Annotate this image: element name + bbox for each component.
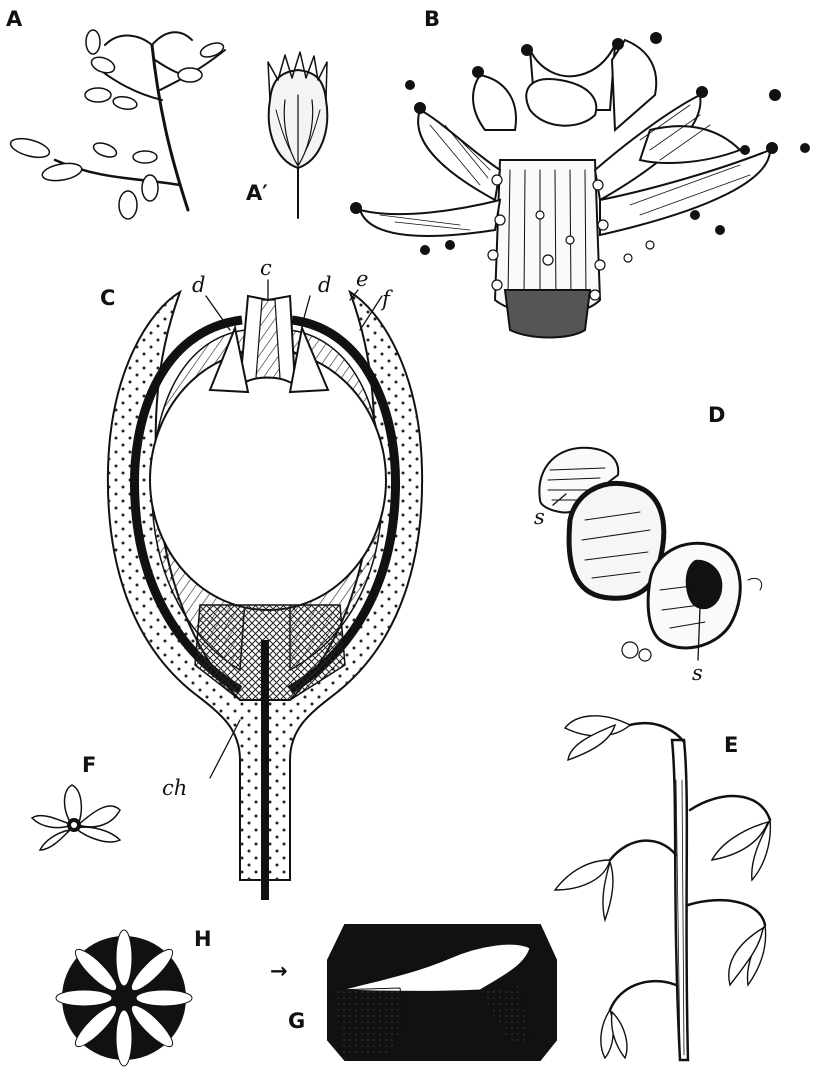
label-s-top: s [534,505,545,529]
panel-label-a-prime: A′ [246,181,268,205]
label-d-right: d [318,273,331,297]
panel-a-prime-flower [268,52,327,218]
label-e: e [356,267,368,291]
panel-label-b: B [424,7,440,31]
panel-b-flower-head [350,32,810,338]
panel-g-fragment [328,925,556,1060]
panel-label-c: C [100,286,115,310]
label-c: c [260,256,272,280]
label-ch: ch [162,776,187,800]
panel-label-h: H [194,927,212,951]
panel-h-cross-section [56,930,192,1066]
panel-label-a: A [6,7,23,31]
panel-label-d: D [708,403,725,427]
label-d-left: d [192,273,205,297]
arrow: → [270,959,288,983]
label-f: f [380,287,393,311]
panel-e-stem [555,716,770,1060]
panel-a-twig [9,30,226,219]
panel-c-section [108,280,422,900]
panel-label-e: E [724,733,738,757]
panel-label-g: G [288,1009,305,1033]
panel-f-flower [32,785,120,850]
panel-label-f: F [82,753,96,777]
label-s-bottom: s [692,661,703,685]
panel-d-seeds [539,448,761,661]
